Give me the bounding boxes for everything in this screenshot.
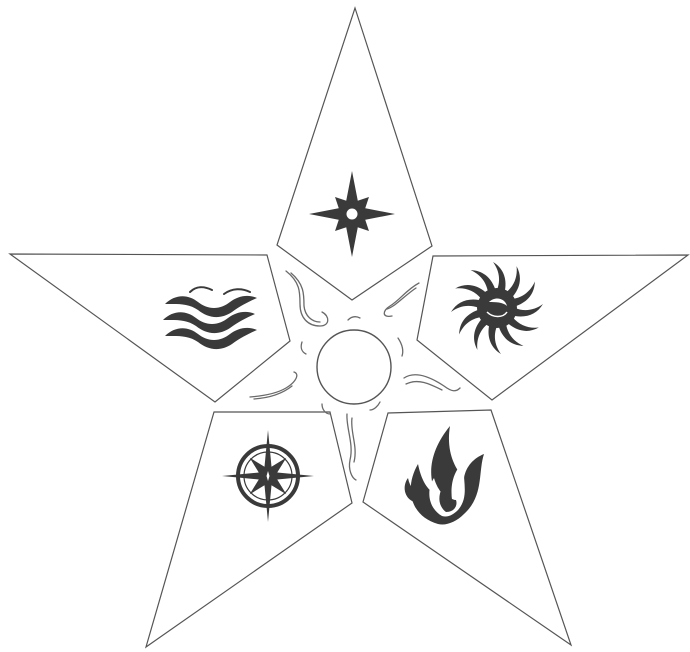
panel-upper-right xyxy=(417,255,688,400)
panel-lower-right xyxy=(363,410,571,645)
hollow-circle-icon xyxy=(317,330,391,404)
panel-top xyxy=(277,8,432,300)
panel-lower-left xyxy=(146,412,352,647)
